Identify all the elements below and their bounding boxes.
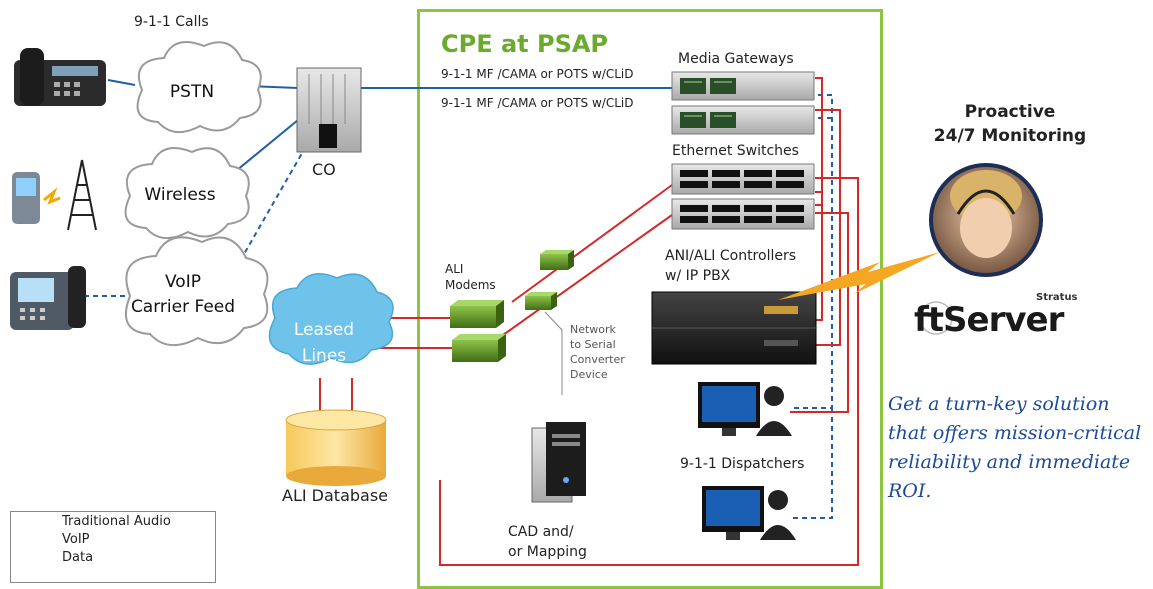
cloud-wireless <box>124 147 250 239</box>
carrier-feed-label: Carrier Feed <box>130 297 236 317</box>
trunk-label-2: 9-1-1 MF /CAMA or POTS w/CLiD <box>441 96 634 110</box>
ali-modems-label: ALI <box>445 262 464 276</box>
converter-line-3: Converter <box>570 353 625 366</box>
leased-sub-label: Lines <box>301 346 347 366</box>
central-office <box>296 67 362 153</box>
ftserver-logo-swirl-icon <box>919 301 953 335</box>
ip-phone <box>10 266 86 330</box>
legend-voip-label: VoIP <box>62 532 90 547</box>
ftserver-controller <box>651 291 817 365</box>
dispatcher-station-1 <box>698 382 792 436</box>
controllers-sub-label: w/ IP PBX <box>665 268 731 284</box>
stratus-brand: Stratus <box>1036 292 1078 303</box>
ali-database-cylinder <box>285 409 387 486</box>
legend <box>10 511 216 583</box>
media-gateway-2 <box>671 105 815 135</box>
cad-label: CAD and/ <box>508 524 574 540</box>
cell-phone-and-tower <box>12 159 97 231</box>
voip-label: VoIP <box>165 272 201 292</box>
monitoring-heading: Proactive 24/7 Monitoring <box>900 100 1120 148</box>
converter-label: Network to Serial Converter Device <box>570 322 625 382</box>
ali-database-label: ALI Database <box>282 486 389 505</box>
ethernet-switch-1 <box>671 163 815 195</box>
monitoring-line-1: Proactive <box>964 102 1056 122</box>
wireless-label: Wireless <box>144 185 216 205</box>
ethernet-switch-2 <box>671 198 815 230</box>
operator-avatar <box>929 163 1043 277</box>
voip-links <box>75 94 833 519</box>
calls-label: 9-1-1 Calls <box>134 14 209 30</box>
legend-data-label: Data <box>62 550 94 565</box>
ali-modems <box>450 250 574 362</box>
legend-audio-label: Traditional Audio <box>62 514 171 529</box>
converter-line-2: to Serial <box>570 338 616 351</box>
cad-pc-tower <box>531 422 586 503</box>
converter-line-1: Network <box>570 323 616 336</box>
desk-phone <box>14 48 106 106</box>
pstn-label: PSTN <box>169 82 215 102</box>
media-gateways-label: Media Gateways <box>678 51 794 67</box>
dispatchers-label: 9-1-1 Dispatchers <box>680 456 805 472</box>
dispatcher-station-2 <box>702 486 796 540</box>
data-links <box>319 77 859 566</box>
media-gateway-1 <box>671 71 815 101</box>
cloud-voip <box>125 236 269 346</box>
tagline: Get a turn-key solution that offers miss… <box>888 393 1142 502</box>
controllers-label: ANI/ALI Controllers <box>665 248 797 264</box>
cloud-leased-lines <box>268 273 394 365</box>
leased-label: Leased <box>293 320 355 340</box>
cad-sub-label: or Mapping <box>508 544 587 560</box>
converter-callout <box>544 311 563 395</box>
trunk-label-1: 9-1-1 MF /CAMA or POTS w/CLiD <box>441 67 634 81</box>
monitoring-bolt-icon <box>778 252 940 300</box>
co-label: CO <box>312 160 336 179</box>
ethernet-switches-label: Ethernet Switches <box>672 143 799 159</box>
monitoring-line-2: 24/7 Monitoring <box>933 126 1087 146</box>
ftserver-product: ftServer <box>914 300 1064 340</box>
cloud-pstn <box>136 41 262 133</box>
converter-line-4: Device <box>570 368 608 381</box>
diagram-title: CPE at PSAP <box>441 30 609 58</box>
ali-modems-sub-label: Modems <box>445 278 496 292</box>
